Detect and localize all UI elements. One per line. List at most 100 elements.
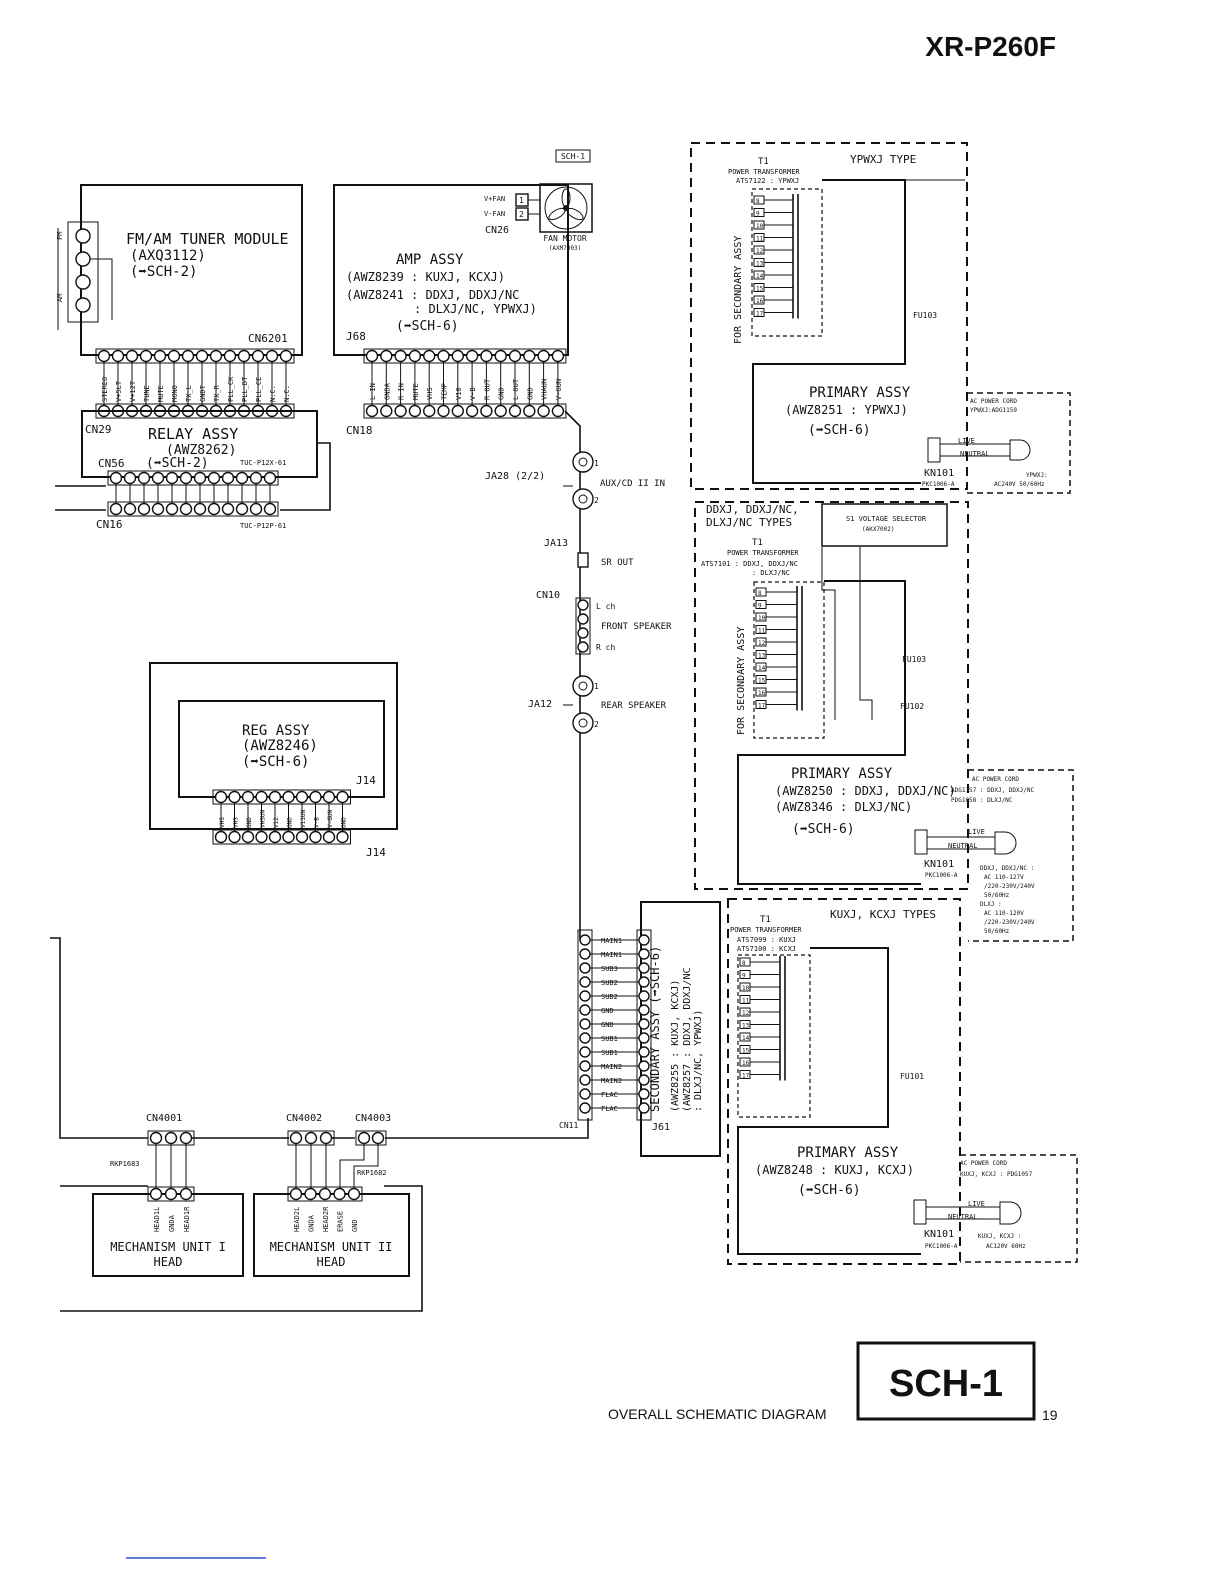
pin-label: V-GUN (555, 379, 563, 400)
svg-text:REAR SPEAKER: REAR SPEAKER (601, 701, 667, 711)
svg-text:1: 1 (594, 459, 599, 468)
svg-text:S1 VOLTAGE SELECTOR: S1 VOLTAGE SELECTOR (846, 515, 927, 523)
sheet-label: SCH-1 (889, 1363, 1003, 1405)
svg-text:J14: J14 (366, 846, 386, 859)
tuner-connector-pin (97, 349, 111, 363)
mech1-pin (179, 1187, 193, 1201)
cn18-pin (523, 404, 536, 418)
cn11-pin (579, 1074, 591, 1086)
svg-text:(➡SCH-6): (➡SCH-6) (798, 1183, 861, 1198)
cn18-pin (508, 404, 522, 418)
j68-pin (508, 349, 522, 363)
cn16-pin (109, 502, 123, 516)
j14-bottom-pin (228, 830, 241, 844)
spec-line: 50/60Hz (984, 892, 1010, 899)
j68-pin (437, 349, 450, 363)
svg-text:CN56: CN56 (98, 457, 125, 470)
cn16-pin (207, 502, 221, 516)
pin-label: V-B (469, 387, 477, 400)
svg-text:J14: J14 (356, 774, 376, 787)
winding-number: 17 (742, 1073, 750, 1080)
psu-ypwxj: YPWXJ TYPE T1 POWER TRANSFORMER ATS7122 … (690, 142, 1071, 494)
j14-pin (241, 790, 255, 804)
svg-text:CN10: CN10 (536, 590, 560, 601)
j61-pin (638, 934, 650, 946)
winding-number: 15 (758, 678, 766, 685)
svg-text:YPWXJ:: YPWXJ: (1026, 472, 1048, 479)
j61-pin (638, 962, 650, 974)
j68-pin (423, 349, 436, 363)
spec-line: AC 110-127V (984, 874, 1024, 881)
cn56-pin (123, 471, 137, 485)
tuner-connector-pin (265, 349, 279, 363)
svg-text:(AWZ8346 : DLXJ/NC): (AWZ8346 : DLXJ/NC) (775, 800, 912, 814)
winding-number: 16 (758, 690, 766, 697)
svg-text:(AWZ8248 : KUXJ, KCXJ): (AWZ8248 : KUXJ, KCXJ) (755, 1163, 914, 1177)
cn4002-pin (289, 1131, 303, 1145)
svg-text:FU103: FU103 (913, 311, 937, 320)
pin-label: MONO (171, 385, 179, 402)
svg-text:FRONT SPEAKER: FRONT SPEAKER (601, 622, 672, 632)
j14-bottom-pin (214, 830, 228, 844)
cn11-pin (579, 1088, 591, 1100)
pin-label: MUTE (157, 385, 165, 402)
svg-text:: DLXJ/NC, YPWXJ): : DLXJ/NC, YPWXJ) (693, 1010, 704, 1112)
svg-text:AC240V 50/60Hz: AC240V 50/60Hz (994, 481, 1045, 488)
cn16-pin (137, 502, 151, 516)
spec-line: /220-230V/240V (984, 919, 1035, 926)
svg-text:DLXJ/NC TYPES: DLXJ/NC TYPES (706, 516, 792, 529)
winding-number: 11 (758, 628, 766, 635)
psu-kuxj: KUXJ, KCXJ TYPES T1 POWER TRANSFORMER AT… (727, 898, 1078, 1265)
svg-text:CN16: CN16 (96, 518, 123, 531)
svg-text:LIVE: LIVE (968, 1200, 985, 1208)
svg-text:(AXM7003): (AXM7003) (549, 245, 582, 252)
svg-text:KUXJ, KCXJ : PDG1057: KUXJ, KCXJ : PDG1057 (960, 1171, 1033, 1178)
svg-text:J61: J61 (652, 1122, 670, 1133)
svg-text:(AWZ8246): (AWZ8246) (242, 738, 318, 754)
winding-number: 10 (742, 985, 750, 992)
j14-pin (228, 790, 241, 804)
cn4001-pin (164, 1131, 178, 1145)
pin-label: N.C. (269, 385, 277, 402)
svg-text:J68: J68 (346, 330, 366, 343)
cn16-pin (193, 502, 207, 516)
pin-label: PLL_CK (227, 376, 235, 402)
cn18-pin (494, 404, 507, 418)
pin-label: GNDA (383, 382, 391, 400)
pin-label: HEAD1L (153, 1207, 161, 1232)
j14-pin (336, 790, 349, 804)
svg-text:(AXQ3112): (AXQ3112) (130, 248, 206, 264)
svg-text:AM: AM (56, 294, 64, 302)
cn56-pin (109, 471, 123, 485)
svg-text:NEUTRAL: NEUTRAL (960, 450, 990, 458)
spec-line: DDXJ, DDXJ/NC : (980, 865, 1034, 872)
pin-label: TX_R (213, 384, 221, 402)
svg-text:FU103: FU103 (902, 655, 926, 664)
j14-pin (255, 790, 268, 804)
pin-label: TUNE (143, 385, 151, 402)
transformer-windings: 8910111213141516178910111213141516178910… (739, 194, 803, 1081)
pin-label: GND (341, 817, 348, 828)
svg-text:(AWZ8250 : DDXJ, DDXJ/NC): (AWZ8250 : DDXJ, DDXJ/NC) (775, 784, 956, 798)
cn56-pin (221, 471, 235, 485)
winding-number: 9 (756, 211, 760, 218)
svg-text:CN4003: CN4003 (355, 1113, 391, 1124)
page-number: 19 (1042, 1407, 1058, 1423)
svg-text:FM: FM (56, 232, 64, 240)
j61-pin (638, 1018, 650, 1030)
cn56-pin (137, 471, 151, 485)
cn11-pin (579, 1018, 591, 1030)
pin-label: GND (287, 817, 294, 828)
svg-text:(➡SCH-6): (➡SCH-6) (396, 319, 459, 334)
diagram-caption: OVERALL SCHEMATIC DIAGRAM (608, 1406, 827, 1422)
pin-label: MAIN2 (601, 1077, 622, 1085)
j61-pin (638, 1032, 650, 1044)
relay-assy: CN29 RELAY ASSY (AWZ8262) (➡SCH-2) CN56 … (55, 410, 318, 531)
svg-text:REG ASSY: REG ASSY (242, 723, 310, 739)
svg-text:(AKX7002): (AKX7002) (862, 526, 895, 533)
svg-text:JA28 (2/2): JA28 (2/2) (485, 471, 545, 482)
relay-connectors (107, 442, 331, 517)
